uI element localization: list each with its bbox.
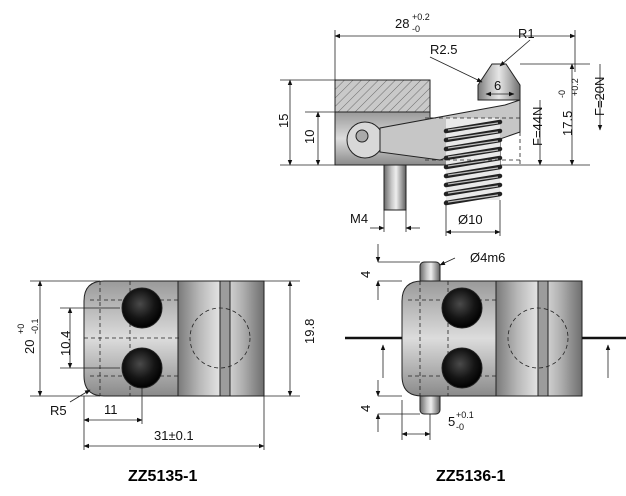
spring-coil-highlight <box>447 194 499 203</box>
dim-height-tol-lower: -0.1 <box>30 318 40 334</box>
knuckle-a <box>219 280 231 397</box>
force-compressed: F=44N <box>530 107 545 146</box>
dim-height-19-8: 19.8 <box>302 319 317 344</box>
pivot-pin-icon <box>355 129 369 143</box>
spring-coil-highlight <box>447 167 499 176</box>
dim-travel-6: 6 <box>494 78 501 93</box>
dim-height-20: 20 <box>22 340 37 354</box>
plunger-tip <box>477 63 521 101</box>
model-label-zz5135: ZZ5135-1 <box>128 468 197 485</box>
dim-pin-diameter: Ø4m6 <box>470 250 505 265</box>
force-free: F=20N <box>592 77 607 116</box>
dim-hole-spacing: 10.4 <box>58 331 73 356</box>
dim-spring-diameter: Ø10 <box>458 212 483 227</box>
front-view-zz5135: 20 +0 -0.1 10.4 19.8 R5 11 31±0.1 ZZ5135… <box>16 280 317 485</box>
hidden-lines-side <box>425 117 521 165</box>
knuckle-b <box>537 280 549 397</box>
screw-icon-top-b <box>441 287 483 329</box>
dim-pin-top-4: 4 <box>358 271 373 278</box>
spring-coil-highlight <box>447 131 499 140</box>
dim-height-tol-upper: +0 <box>16 324 26 334</box>
dim-pin-bottom-4: 4 <box>358 405 373 412</box>
dim-height-15: 15 <box>276 114 291 128</box>
dim-plunger-tol-lower: -0 <box>557 90 567 98</box>
dim-pin-offset-tol-lower: -0 <box>456 422 464 432</box>
hinge-body-section <box>334 79 431 113</box>
model-label-zz5136: ZZ5136-1 <box>436 468 505 485</box>
dim-plunger-17-5: 17.5 <box>560 111 575 136</box>
front-view-zz5136: Ø4m6 4 4 5 +0.1 -0 ZZ5136-1 <box>345 244 626 485</box>
screw-icon-bottom-a <box>121 347 163 389</box>
dim-width-tol-lower: -0 <box>412 24 420 34</box>
screw-icon-bottom-b <box>441 347 483 389</box>
dim-radius-r25: R2.5 <box>430 42 457 57</box>
spring-coil-highlight <box>447 149 499 158</box>
dim-hole-offset-11: 11 <box>104 402 118 417</box>
dim-radius-r1: R1 <box>518 26 535 41</box>
dim-pin-offset-5: 5 <box>448 414 455 429</box>
spring-coil-highlight <box>447 140 499 149</box>
compression-spring <box>443 118 503 206</box>
spring-coil-highlight <box>447 176 499 185</box>
dim-width-tol-upper: +0.2 <box>412 12 430 22</box>
dim-height-10: 10 <box>302 130 317 144</box>
screw-shank <box>383 164 407 211</box>
hidden-bore-b <box>507 307 569 369</box>
dim-pin-offset-tol-upper: +0.1 <box>456 410 474 420</box>
dim-length-31: 31±0.1 <box>154 428 194 443</box>
dim-thread-m4: M4 <box>350 211 368 226</box>
side-section-view: 28 +0.2 -0 R2.5 R1 6 15 10 F=44N 17.5 +0… <box>276 12 607 236</box>
screw-icon-top-a <box>121 287 163 329</box>
hidden-bore-a <box>189 307 251 369</box>
dim-plunger-tol-upper: +0.2 <box>570 78 580 96</box>
spring-coil-highlight <box>447 185 499 194</box>
spring-coil-highlight <box>447 122 499 131</box>
dim-corner-r5: R5 <box>50 403 67 418</box>
dim-width-28: 28 <box>395 16 409 31</box>
